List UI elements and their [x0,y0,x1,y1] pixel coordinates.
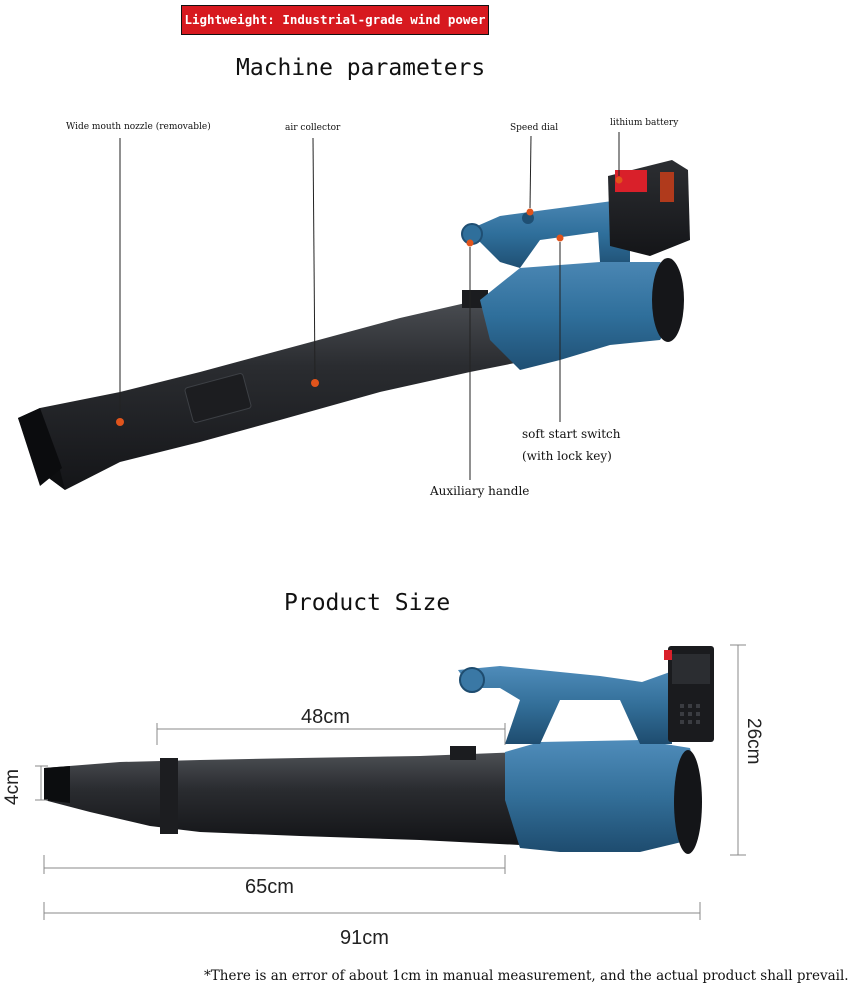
blower2-body [505,740,700,852]
blower2-clip [160,758,178,834]
blower-tube [18,300,540,490]
wide-nozzle [18,408,62,486]
product-size-title: Product Size [284,590,451,616]
callout-soft-start-line1: soft start switch [522,427,621,441]
marker-speed-dial [526,208,534,216]
dim-label-91: 91cm [340,927,389,949]
blower-body [480,262,680,370]
dim-label-65: 65cm [245,876,294,898]
tube-clip [184,373,252,423]
header-banner: Lightweight: Industrial-grade wind power [181,5,489,35]
dim-label-26: 26cm [743,718,764,765]
measurement-footnote: *There is an error of about 1cm in manua… [204,968,849,984]
blower2-tube [44,752,520,845]
dim-label-48: 48cm [301,706,350,728]
blower2-intake [674,750,702,854]
marker-nozzle [116,418,124,426]
marker-aux-handle [466,239,474,247]
marker-collector [311,379,319,387]
leader-speed-dial [529,135,532,209]
machine-parameters-title: Machine parameters [236,55,486,81]
callout-speed-dial: Speed dial [510,123,559,133]
leader-collector [312,137,316,380]
callout-aux-handle: Auxiliary handle [430,484,530,498]
callout-air-collector: air collector [285,123,341,133]
marker-soft-start [556,234,564,242]
callout-soft-start-line2: (with lock key) [522,449,612,463]
dim-label-4: 4cm [2,769,23,805]
callout-lithium-battery: lithium battery [610,118,679,128]
blower2-handle [458,666,672,744]
blower-intake [652,258,684,342]
blower2-aux-handle [450,746,476,760]
callout-nozzle: Wide mouth nozzle (removable) [66,122,211,132]
marker-battery [615,176,623,184]
main-handle [468,200,630,268]
